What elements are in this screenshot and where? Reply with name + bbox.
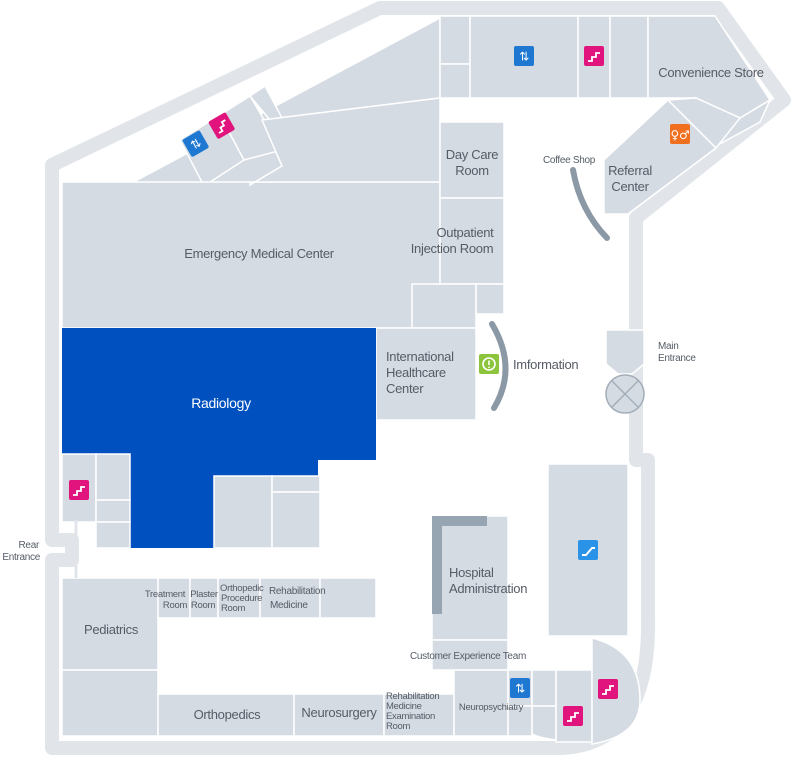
coffee-shop-counter bbox=[570, 167, 610, 241]
orthopedic-procedure-room[interactable] bbox=[217, 577, 261, 619]
emergency-label: Emergency Medical Center bbox=[184, 246, 335, 261]
information-icon[interactable] bbox=[479, 354, 499, 374]
restroom-icon[interactable]: ♀♂ bbox=[670, 124, 690, 144]
rehabilitation-medicine-room[interactable] bbox=[259, 577, 321, 619]
stairs-icon[interactable] bbox=[584, 46, 604, 66]
stairs-icon[interactable] bbox=[208, 112, 235, 139]
svg-text:♀♂: ♀♂ bbox=[671, 128, 690, 142]
elevator-icon[interactable]: ⇅ bbox=[514, 46, 534, 66]
information-label: Imformation bbox=[513, 357, 578, 372]
day-care-room[interactable] bbox=[439, 121, 505, 199]
pediatrics-label: Pediatrics bbox=[84, 622, 139, 637]
admin-wall bbox=[432, 516, 487, 614]
main-entrance-vestibule[interactable] bbox=[605, 329, 645, 375]
svg-text:⇅: ⇅ bbox=[515, 682, 525, 696]
convenience-label: Convenience Store bbox=[658, 65, 764, 80]
elevator-icon[interactable]: ⇅ bbox=[510, 678, 530, 698]
neurosurgery-room[interactable] bbox=[293, 693, 385, 737]
neuropsychiatry-label: Neuropsychiatry bbox=[459, 702, 524, 713]
pediatrics-room[interactable] bbox=[61, 577, 159, 671]
information-desk bbox=[489, 321, 509, 411]
stairs-icon[interactable] bbox=[69, 480, 89, 500]
international-healthcare-center[interactable] bbox=[375, 327, 477, 421]
svg-text:⇅: ⇅ bbox=[519, 50, 529, 64]
customer-label: Customer Experience Team bbox=[410, 651, 526, 662]
elevator-icon[interactable]: ⇅ bbox=[182, 130, 209, 157]
rehabilitation-examination-room[interactable] bbox=[383, 693, 455, 737]
treatment-room[interactable] bbox=[157, 577, 191, 619]
escalator-icon[interactable] bbox=[578, 540, 598, 560]
orthopedics-room[interactable] bbox=[157, 693, 295, 737]
neurosurgery-label: Neurosurgery bbox=[301, 705, 377, 720]
outpatient-injection-room[interactable] bbox=[439, 197, 505, 285]
radiology-room[interactable] bbox=[62, 328, 376, 548]
radiology-label: Radiology bbox=[191, 395, 251, 411]
orthopedics-label: Orthopedics bbox=[194, 707, 262, 722]
coffee-shop-label: Coffee Shop bbox=[543, 155, 596, 166]
neuropsychiatry-room[interactable] bbox=[453, 669, 509, 737]
plaster-room[interactable] bbox=[189, 577, 219, 619]
stairs-icon[interactable] bbox=[598, 679, 618, 699]
stairs-icon[interactable] bbox=[563, 706, 583, 726]
